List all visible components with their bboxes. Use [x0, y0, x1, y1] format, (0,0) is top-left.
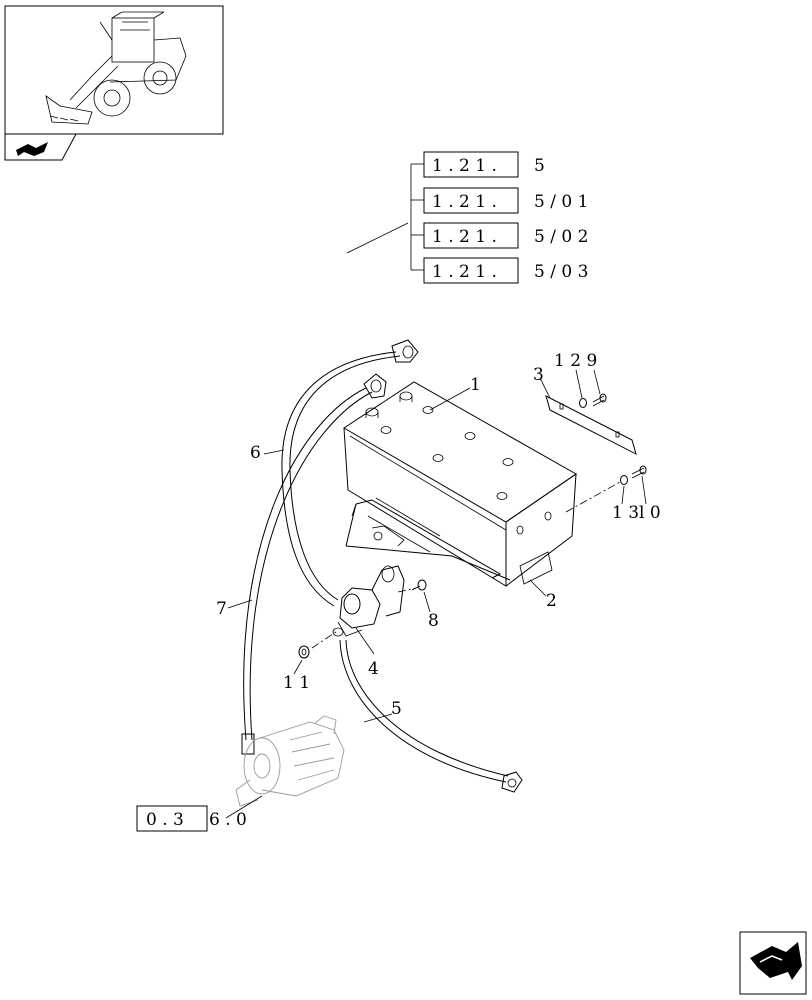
- svg-text:2: 2: [546, 591, 557, 611]
- cable-7: [241, 373, 387, 755]
- svg-text:1 2 9: 1 2 9: [554, 351, 597, 371]
- wheel-loader-thumbnail[interactable]: [4, 5, 224, 135]
- cable-5: [339, 639, 523, 793]
- reference-link[interactable]: 1 . 2 1 . 5 / 0 3: [423, 257, 588, 284]
- reference-box-text: 1 . 2 1 .: [432, 192, 497, 212]
- callout-6: 6: [250, 443, 285, 463]
- reference-link[interactable]: 1 . 2 1 . 5 / 0 2: [423, 222, 588, 249]
- svg-text:6: 6: [250, 443, 261, 463]
- callout-1: 1: [429, 375, 481, 411]
- battery: [343, 381, 577, 587]
- callout-3: 3: [533, 365, 551, 399]
- reference-box-text: 1 . 2 1 .: [432, 227, 497, 247]
- callout-8: 8: [423, 591, 439, 631]
- svg-text:3: 3: [533, 365, 544, 385]
- washer: [579, 398, 628, 485]
- reference-suffix: 5 / 0 1: [534, 192, 588, 212]
- reference-suffix: 5 / 0 3: [534, 262, 588, 282]
- callout-5: 5: [363, 699, 402, 723]
- reference-box-text: 1 . 2 1 .: [432, 156, 497, 176]
- svg-text:5: 5: [391, 699, 402, 719]
- callout-2: 2: [529, 579, 557, 611]
- svg-text:4: 4: [368, 659, 379, 679]
- reference-bracket: [346, 163, 424, 271]
- svg-text:7: 7: [216, 599, 227, 619]
- reference-link[interactable]: 1 . 2 1 . 5: [423, 151, 545, 178]
- disconnect-switch: [332, 565, 405, 637]
- svg-text:1 3l 0: 1 3l 0: [612, 503, 661, 523]
- reference-suffix: 5: [534, 156, 545, 176]
- callout-13-10: 1 3l 0: [612, 475, 661, 523]
- svg-text:1 1: 1 1: [283, 673, 310, 693]
- callout-11: 1 1: [283, 659, 310, 693]
- starter-motor: [235, 715, 345, 807]
- svg-text:8: 8: [428, 611, 439, 631]
- next-page-arrow-icon[interactable]: [739, 931, 807, 995]
- reference-box-text: 1 . 2 1 .: [432, 262, 497, 282]
- callout-7: 7: [216, 599, 253, 619]
- hold-down-strap: [545, 395, 637, 455]
- svg-text:1: 1: [470, 375, 481, 395]
- nut: [298, 645, 310, 659]
- callout-12-9: 1 2 9: [554, 351, 601, 399]
- battery-tray: [345, 497, 553, 585]
- callout-4: 4: [355, 627, 379, 679]
- folder-arrow-icon[interactable]: [4, 133, 77, 161]
- bolt: [592, 393, 647, 479]
- reference-link[interactable]: 1 . 2 1 . 5 / 0 1: [423, 187, 588, 214]
- reference-link[interactable]: 0 . 3 6 . 0: [136, 795, 263, 832]
- reference-box-text: 0 . 3: [146, 810, 184, 830]
- reference-suffix: 6 . 0: [209, 810, 247, 830]
- reference-suffix: 5 / 0 2: [534, 227, 588, 247]
